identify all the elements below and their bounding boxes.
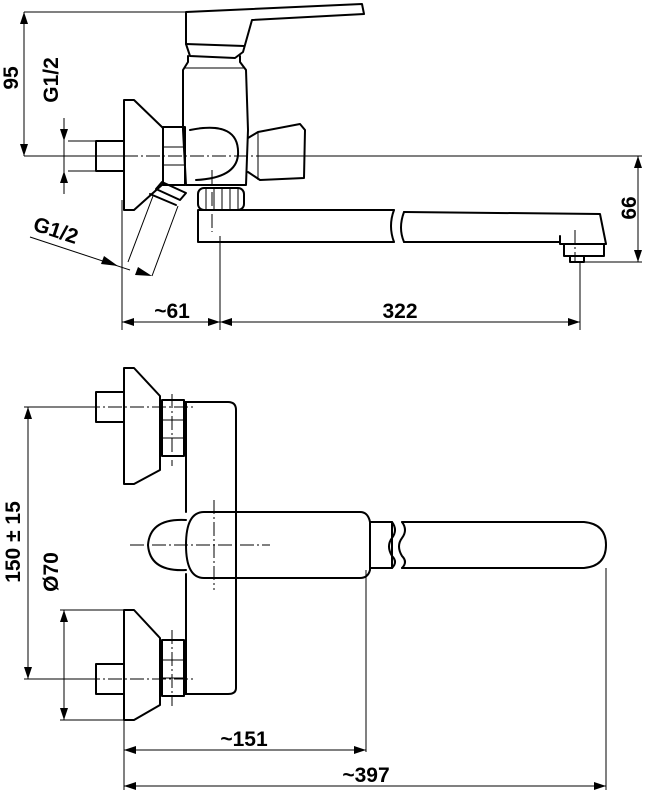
dim-label-150: 150 ± 15 xyxy=(2,501,25,583)
wall-flange xyxy=(123,99,164,211)
valve-body xyxy=(182,55,249,186)
dim-label-151: ~151 xyxy=(220,728,268,751)
front-handle xyxy=(185,511,371,579)
dim-label-g12-angled: G1/2 xyxy=(30,213,80,249)
lower-hex-nut xyxy=(161,639,185,697)
dim-label-61: ~61 xyxy=(154,300,190,323)
aerator xyxy=(563,243,605,257)
front-view: 150 ± 15 Ø70 ~151 ~397 xyxy=(2,367,607,790)
lower-wall-flange xyxy=(123,609,161,721)
dim-label-322: 322 xyxy=(382,300,417,323)
dim-label-397: ~397 xyxy=(342,764,389,787)
front-body xyxy=(183,401,237,695)
dim-label-d70: Ø70 xyxy=(40,552,63,592)
spout xyxy=(197,209,395,243)
dim-label-95: 95 xyxy=(0,66,23,90)
spout-collar xyxy=(197,187,245,211)
side-view: 95 G1/2 G1/2 66 ~61 322 xyxy=(0,3,642,330)
dim-label-66: 66 xyxy=(618,196,641,219)
upper-wall-flange xyxy=(123,367,161,485)
shower-outlet xyxy=(155,181,187,201)
dim-label-g12-top: G1/2 xyxy=(40,57,63,103)
diverter-knob xyxy=(247,123,306,181)
front-spout-collar xyxy=(369,521,393,569)
front-spout xyxy=(388,521,396,569)
lever-handle xyxy=(185,3,365,59)
upper-hex-nut xyxy=(161,399,185,457)
